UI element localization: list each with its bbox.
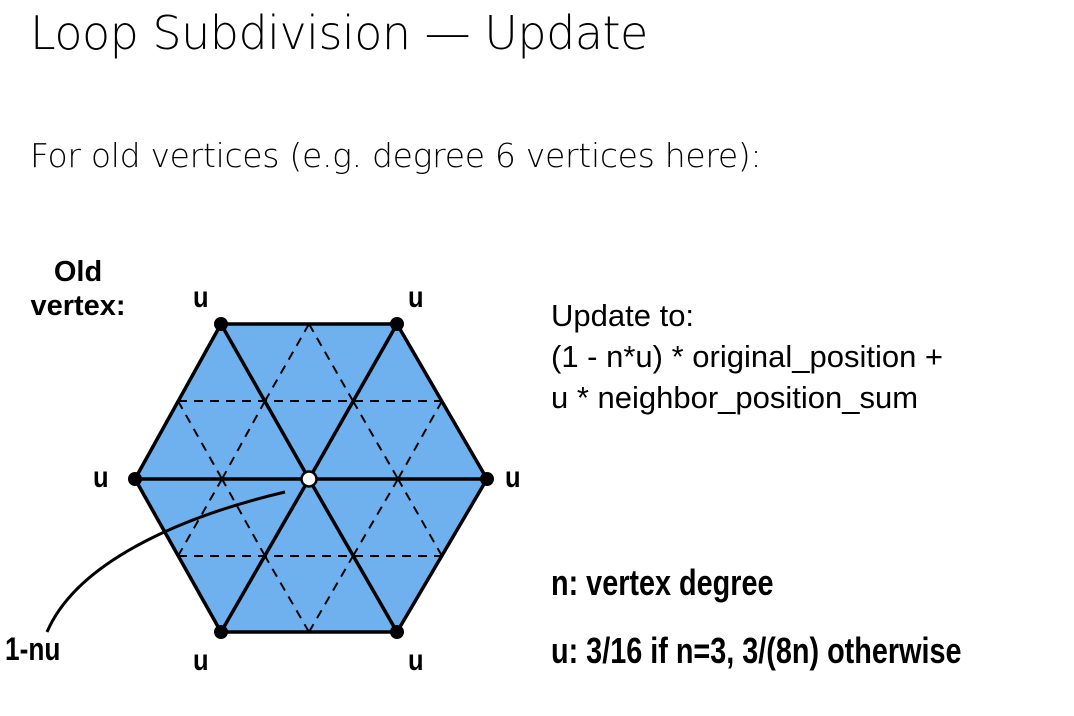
- u-label-bottom-right: u: [408, 644, 424, 677]
- neighbor-vertices: [128, 317, 494, 639]
- neighbor-vertex-bottom-left: [214, 625, 228, 639]
- definition-u: u: 3/16 if n=3, 3/(8n) otherwise: [551, 630, 962, 671]
- old-vertex-label: Old vertex:: [16, 255, 140, 323]
- definition-n: n: vertex degree: [551, 562, 774, 603]
- u-label-top-left: u: [193, 281, 209, 314]
- spoke-edges: [135, 323, 487, 633]
- center-old-vertex: [300, 470, 318, 488]
- slide-title: Loop Subdivision — Update: [30, 6, 648, 60]
- center-weight-label: 1-nu: [5, 631, 61, 667]
- old-vertex-label-line2: vertex:: [30, 290, 126, 322]
- center-leader-curve: [45, 490, 286, 633]
- neighbor-vertex-bottom-right: [390, 625, 404, 639]
- dashed-subdivision-edges: [177, 323, 443, 633]
- u-label-right: u: [505, 461, 521, 494]
- update-rule: Update to: (1 - n*u) * original_position…: [551, 295, 943, 418]
- update-rule-heading: Update to:: [551, 298, 695, 333]
- old-vertex-label-line1: Old: [53, 256, 103, 288]
- slide-subtitle: For old vertices (e.g. degree 6 vertices…: [30, 136, 762, 175]
- u-label-bottom-left: u: [193, 644, 209, 677]
- neighbor-vertex-top-left: [214, 317, 228, 331]
- loop-subdivision-hexagon-diagram: [45, 317, 494, 639]
- neighbor-vertex-left: [128, 472, 142, 486]
- update-rule-line1: (1 - n*u) * original_position +: [551, 339, 944, 374]
- neighbor-vertex-top-right: [390, 317, 404, 331]
- update-rule-line2: u * neighbor_position_sum: [551, 380, 919, 415]
- u-label-top-right: u: [408, 281, 424, 314]
- u-label-left: u: [93, 461, 109, 494]
- neighbor-vertex-right: [480, 472, 494, 486]
